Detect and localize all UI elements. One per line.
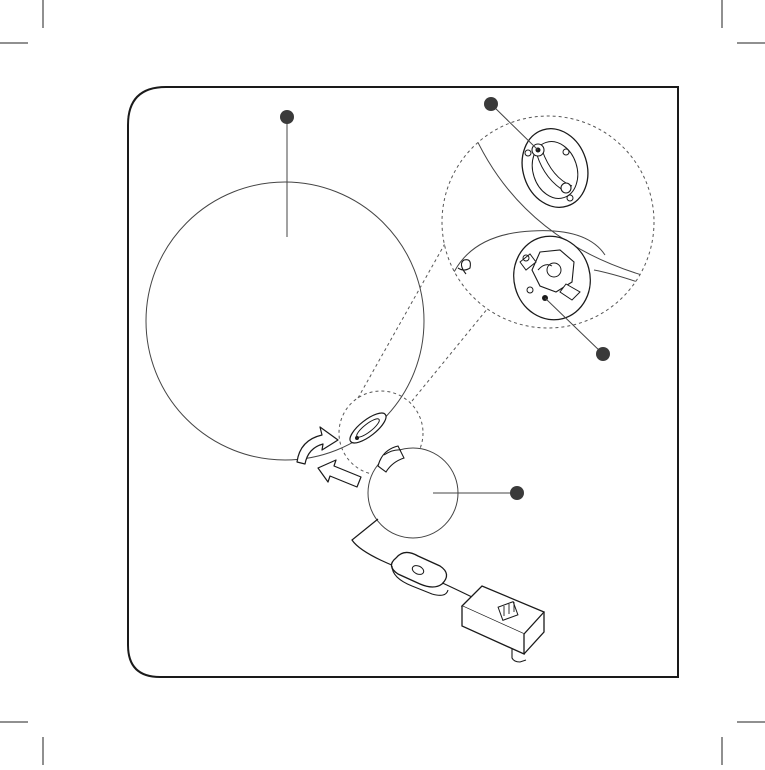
large-sphere-callout (280, 110, 294, 237)
power-adapter-icon (462, 586, 544, 662)
mount-detail-circle (442, 116, 660, 328)
push-arrow-icon (318, 460, 361, 487)
small-sphere (368, 446, 458, 538)
rotate-arrow-icon (297, 427, 338, 464)
inline-switch-icon (391, 552, 448, 595)
